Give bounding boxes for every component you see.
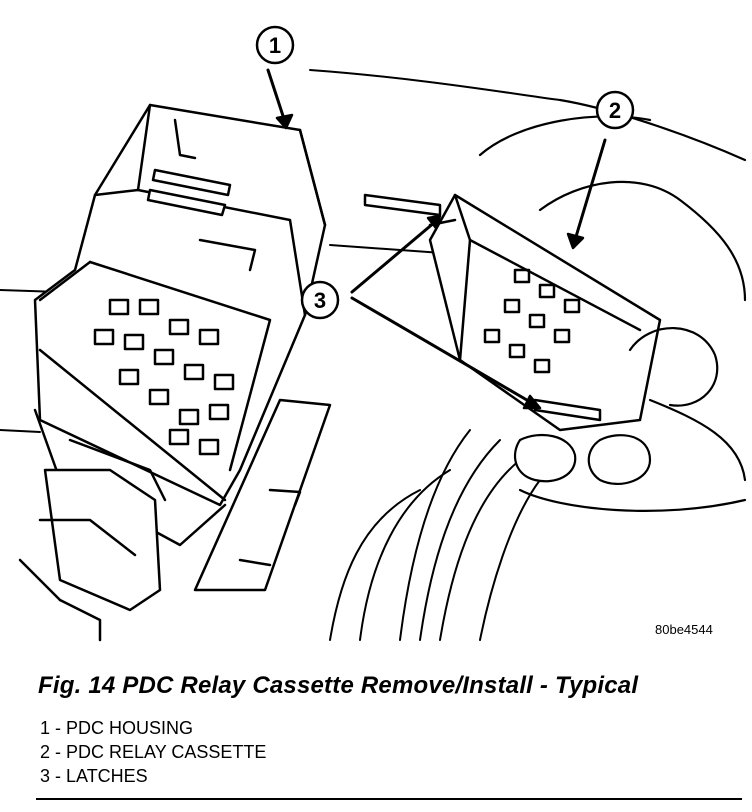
hand-outline: [478, 98, 747, 512]
callout-1-label: 1: [269, 33, 281, 58]
callout-3: 3: [300, 214, 542, 410]
pdc-housing: [18, 103, 332, 642]
callout-3-label: 3: [314, 288, 326, 313]
legend-item-1: 1 - PDC HOUSING: [40, 718, 194, 738]
legend-item-3: 3 - LATCHES: [40, 766, 148, 786]
callout-2: 2: [566, 90, 635, 250]
legend-item-2: 2 - PDC RELAY CASSETTE: [40, 742, 267, 762]
bottom-divider: [36, 798, 742, 800]
figure-reference-code: 80be4544: [655, 622, 713, 637]
background-lines: [0, 69, 561, 641]
callout-2-label: 2: [609, 98, 621, 123]
figure-legend: 1 - PDC HOUSING 2 - PDC RELAY CASSETTE 3…: [40, 716, 266, 788]
pdc-relay-cassette: [363, 193, 662, 432]
pdc-relay-cassette-illustration: 1 2 3: [0, 25, 747, 642]
callout-1: 1: [255, 25, 295, 130]
figure-caption: Fig. 14 PDC Relay Cassette Remove/Instal…: [38, 672, 639, 699]
